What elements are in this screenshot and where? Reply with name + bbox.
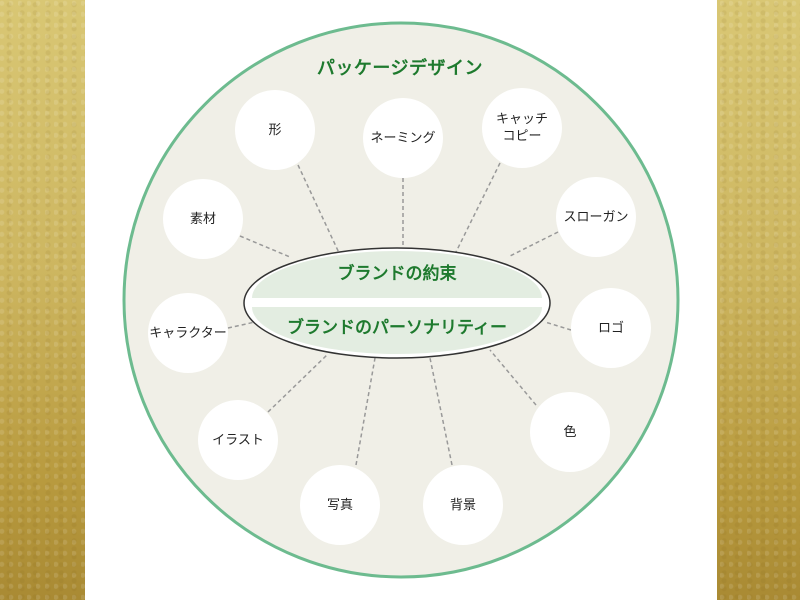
core-top-half	[252, 251, 542, 298]
connector-lines	[227, 162, 572, 466]
brand-personality-label: ブランドのパーソナリティー	[287, 318, 507, 338]
node-shashin: 写真	[300, 465, 380, 545]
brand-promise-label: ブランドの約束	[337, 264, 457, 284]
node-iro: 色	[530, 392, 610, 472]
node-katachi: 形	[235, 90, 315, 170]
diagram-title: パッケージデザイン	[316, 58, 484, 79]
node-sozai: 素材	[163, 179, 243, 259]
core-bottom-half	[252, 307, 542, 354]
node-slogan: スローガン	[556, 177, 636, 257]
node-naming: ネーミング	[363, 98, 443, 178]
node-logo: ロゴ	[571, 288, 651, 368]
node-illust: イラスト	[198, 400, 278, 480]
node-catchcopy: キャッチ コピー	[482, 88, 562, 168]
node-character: キャラクター	[148, 293, 228, 373]
node-haikei: 背景	[423, 465, 503, 545]
